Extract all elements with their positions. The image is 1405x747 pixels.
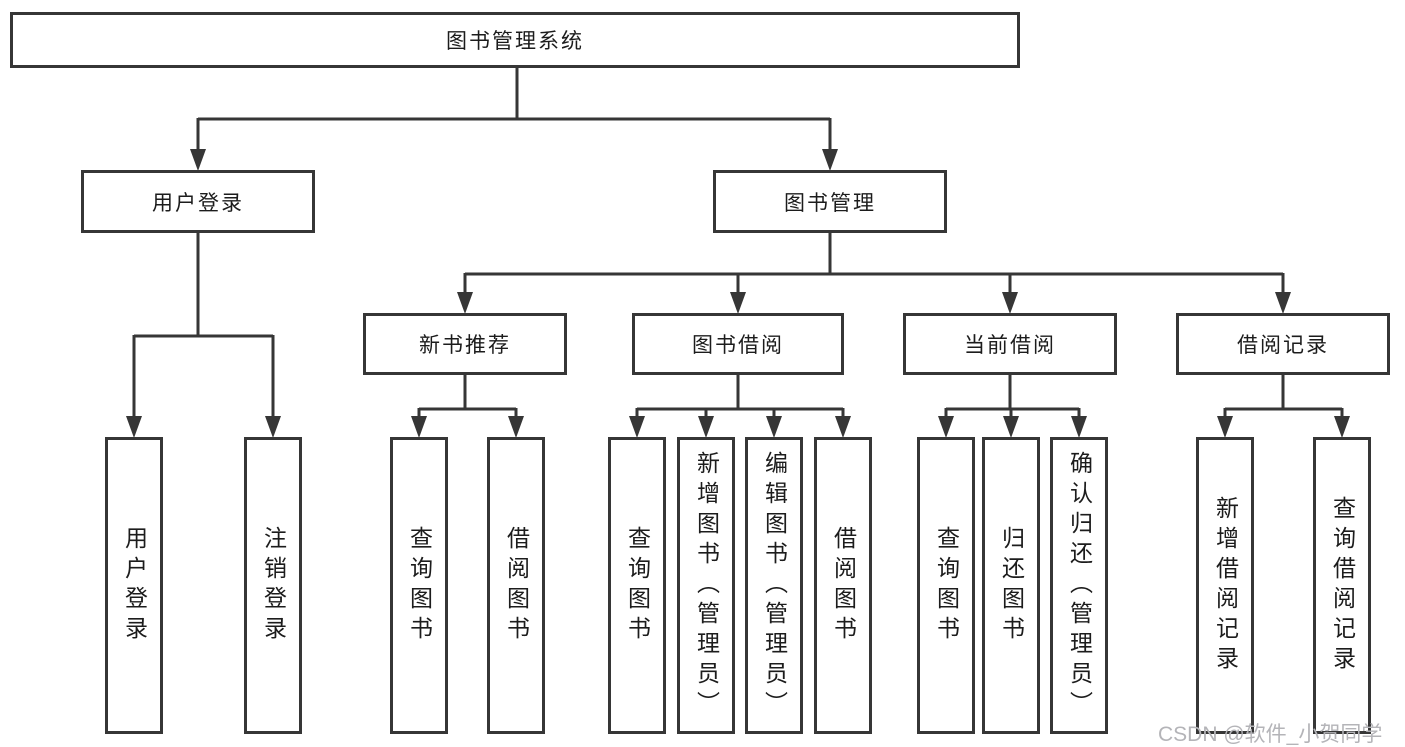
leaf-query-borrow-record: 查询借阅记录 [1313,437,1371,734]
leaf-edit-books-admin: 编辑图书（管理员） [745,437,803,734]
node-label: 借阅记录 [1237,334,1329,357]
node-root-system: 图书管理系统 [10,12,1020,68]
leaf-query-books-bb: 查询图书 [608,437,666,734]
node-label: 新增借阅记录 [1212,495,1239,676]
node-label: 查询借阅记录 [1329,495,1356,676]
node-label: 查询图书 [406,525,433,646]
node-label: 图书管理 [784,191,876,215]
node-current-borrow: 当前借阅 [903,313,1117,375]
leaf-borrow-books-nbr: 借阅图书 [487,437,545,734]
leaf-add-books-admin: 新增图书（管理员） [677,437,735,734]
node-borrow-records: 借阅记录 [1176,313,1390,375]
node-label: 用户登录 [152,191,244,215]
node-label: 查询图书 [933,525,960,646]
node-label: 确认归还（管理员） [1066,450,1093,721]
leaf-add-borrow-record: 新增借阅记录 [1196,437,1254,734]
node-label: 借阅图书 [503,525,530,646]
node-new-book-recommend: 新书推荐 [363,313,567,375]
node-label: 新书推荐 [419,334,511,357]
leaf-query-books-cb: 查询图书 [917,437,975,734]
node-label: 图书管理系统 [446,30,584,53]
node-label: 借阅图书 [830,525,857,646]
leaf-query-books-nbr: 查询图书 [390,437,448,734]
leaf-borrow-books-bb: 借阅图书 [814,437,872,734]
leaf-confirm-return-admin: 确认归还（管理员） [1050,437,1108,734]
node-label: 当前借阅 [964,334,1056,357]
node-user-login: 用户登录 [81,170,315,233]
node-label: 用户登录 [121,525,148,646]
leaf-return-books: 归还图书 [982,437,1040,734]
leaf-user-login: 用户登录 [105,437,163,734]
node-book-borrow: 图书借阅 [632,313,844,375]
leaf-logout: 注销登录 [244,437,302,734]
node-label: 注销登录 [260,525,287,646]
node-label: 新增图书（管理员） [693,450,720,721]
node-label: 归还图书 [998,525,1025,646]
node-label: 图书借阅 [692,334,784,357]
node-label: 查询图书 [624,525,651,646]
csdn-watermark: CSDN @软件_小贺同学 [1158,723,1383,746]
node-label: 编辑图书（管理员） [761,450,788,721]
node-book-management: 图书管理 [713,170,947,233]
